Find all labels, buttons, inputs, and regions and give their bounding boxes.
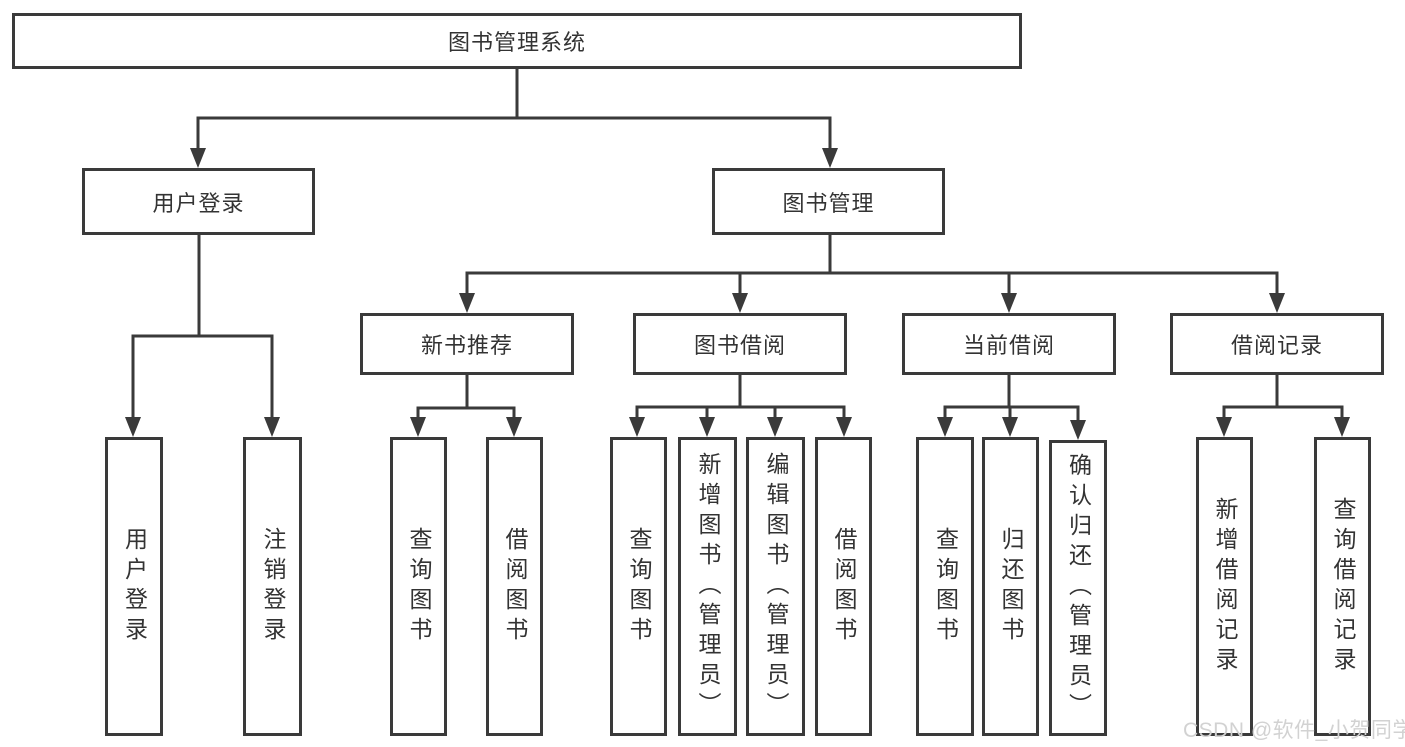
leaf-bb-edit-books-admin: 编辑图书（管理员） — [746, 437, 805, 736]
node-borrow-records: 借阅记录 — [1170, 313, 1384, 375]
leaf-cb-query-books: 查询图书 — [916, 437, 974, 736]
leaf-br-query-record: 查询借阅记录 — [1314, 437, 1371, 736]
leaf-cb-confirm-return-admin: 确认归还（管理员） — [1049, 440, 1107, 736]
leaf-bb-borrow-books: 借阅图书 — [815, 437, 872, 736]
leaf-br-add-record: 新增借阅记录 — [1196, 437, 1253, 736]
csdn-watermark: CSDN @软件_小贺同学 — [1183, 719, 1405, 742]
node-current-borrow: 当前借阅 — [902, 313, 1116, 375]
node-user-login: 用户登录 — [82, 168, 315, 235]
edge-book-borrow-children — [629, 373, 852, 437]
edge-borrow-records-children — [1216, 373, 1350, 437]
leaf-bb-query-books: 查询图书 — [610, 437, 667, 736]
leaf-logout: 注销登录 — [243, 437, 302, 736]
edge-book-management-children — [459, 233, 1285, 313]
node-root: 图书管理系统 — [12, 13, 1022, 69]
leaf-bb-add-books-admin: 新增图书（管理员） — [678, 437, 737, 736]
edge-user-login-children — [125, 233, 280, 437]
node-new-book-recommend: 新书推荐 — [360, 313, 574, 375]
leaf-user-login: 用户登录 — [105, 437, 163, 736]
node-book-borrow: 图书借阅 — [633, 313, 847, 375]
leaf-nbr-query-books: 查询图书 — [390, 437, 447, 736]
edge-current-borrow-children — [937, 373, 1086, 440]
edge-root-to-level2 — [190, 66, 838, 168]
node-book-management: 图书管理 — [712, 168, 945, 235]
leaf-cb-return-books: 归还图书 — [982, 437, 1039, 736]
edge-new-book-recommend-children — [410, 373, 522, 437]
leaf-nbr-borrow-books: 借阅图书 — [486, 437, 543, 736]
